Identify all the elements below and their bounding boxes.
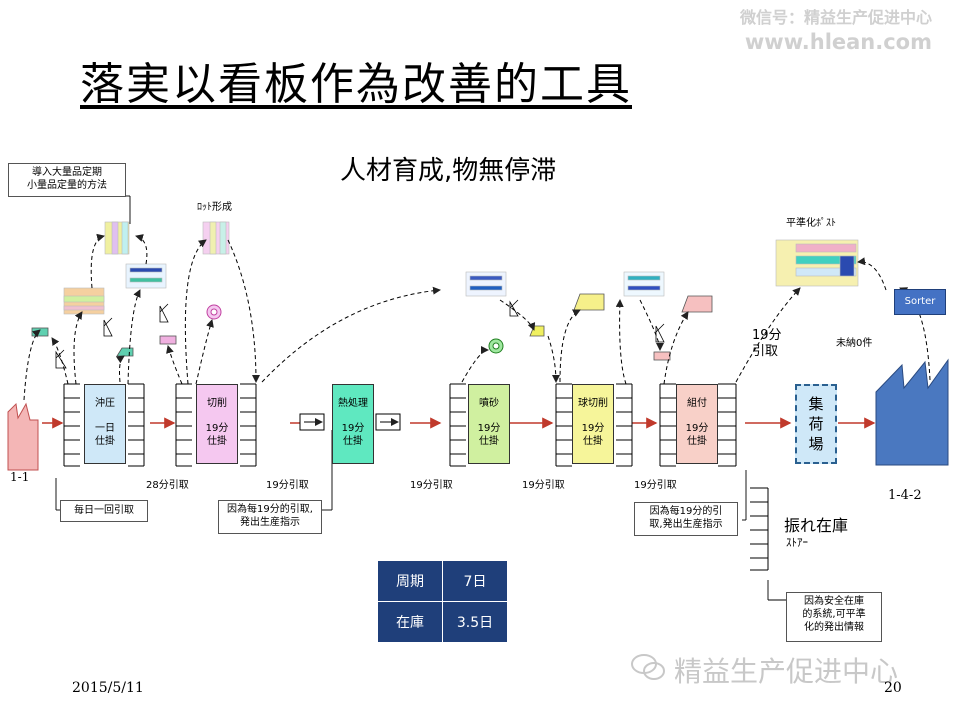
process-sandblast: 噴砂 19分 仕掛	[468, 384, 510, 464]
unpaid-label: 未納0件	[836, 338, 873, 349]
process-name: 球切削	[578, 398, 608, 409]
process-name: 噴砂	[479, 398, 499, 409]
buffer-stock-title: 振れ在庫	[784, 516, 849, 535]
pull-label: 19分引取	[634, 480, 677, 491]
watermark-wechat: 微信号：精益生产促进中心	[739, 8, 932, 27]
footer-page-number: 20	[884, 680, 902, 696]
kpi-label: 周期	[377, 560, 443, 602]
process-name: 沖圧	[95, 398, 115, 409]
slide-title: 落実以看板作為改善的工具	[80, 59, 632, 110]
kpi-row: 在庫 3.5日	[377, 601, 508, 643]
note-pull19-a: 因為每19分的引取, 発出生産指示	[218, 500, 322, 534]
kpi-row: 周期 7日	[377, 560, 508, 602]
kpi-value: 3.5日	[442, 601, 508, 643]
pull-label: 19分引取	[410, 480, 453, 491]
process-cutting: 切削 19分 仕掛	[196, 384, 238, 464]
process-heat-treatment: 熱処理 19分 仕掛	[332, 384, 374, 464]
footer-date: 2015/5/11	[72, 680, 144, 696]
process-stamping: 沖圧 一日 仕掛	[84, 384, 126, 464]
note-leveling-post: 平準化ﾎﾟｽﾄ	[786, 218, 836, 229]
note-lot-method: 導入大量品定期 小量品定量的方法	[8, 163, 126, 197]
kpi-value: 7日	[442, 560, 508, 602]
process-ball-cutting: 球切削 19分 仕掛	[572, 384, 614, 464]
process-stock: 19分 仕掛	[685, 423, 709, 447]
rack	[63, 383, 80, 467]
watermark-brand: 精益生产促进中心	[674, 655, 899, 688]
watermark-site: www.hlean.com	[744, 30, 932, 54]
process-stock: 19分 仕掛	[205, 423, 229, 447]
pull-label: 19分引取	[266, 480, 309, 491]
process-stock: 一日 仕掛	[95, 423, 115, 447]
pull-label: 19分引取	[522, 480, 565, 491]
sorter-box: Sorter	[894, 289, 946, 315]
process-stock: 19分 仕掛	[477, 423, 501, 447]
note-safety-stock: 因為安全在庫 的系統,可平準 化的発出情報	[786, 592, 882, 642]
note-pull19-b: 因為每19分的引 取,発出生産指示	[634, 502, 738, 536]
process-name: 熱処理	[338, 398, 368, 409]
process-name: 組付	[687, 398, 707, 409]
kpi-label: 在庫	[377, 601, 443, 643]
supplier-factory-icon	[7, 402, 39, 471]
endpoint-right-label: 1-4-2	[888, 488, 922, 503]
process-name: 切削	[207, 398, 227, 409]
buffer-stock-sub: ｽﾄｱｰ	[786, 536, 808, 549]
pull-label: 28分引取	[146, 480, 189, 491]
process-assembly: 組付 19分 仕掛	[676, 384, 718, 464]
process-stock: 19分 仕掛	[581, 423, 605, 447]
note-lot-form: ﾛｯﾄ形成	[197, 202, 232, 213]
endpoint-left-label: 1-1	[10, 470, 30, 484]
shipping-area: 集 荷 場	[795, 384, 837, 464]
wechat-logo-icon	[631, 654, 665, 680]
pull-19-right-label: 19分 引取	[752, 328, 782, 359]
note-daily-pull: 毎日一回引取	[60, 500, 148, 522]
customer-factory-icon	[875, 358, 949, 466]
process-stock: 19分 仕掛	[341, 423, 365, 447]
slide-subtitle: 人材育成,物無停滞	[340, 156, 557, 186]
kpi-table: 周期 7日 在庫 3.5日	[377, 560, 508, 643]
